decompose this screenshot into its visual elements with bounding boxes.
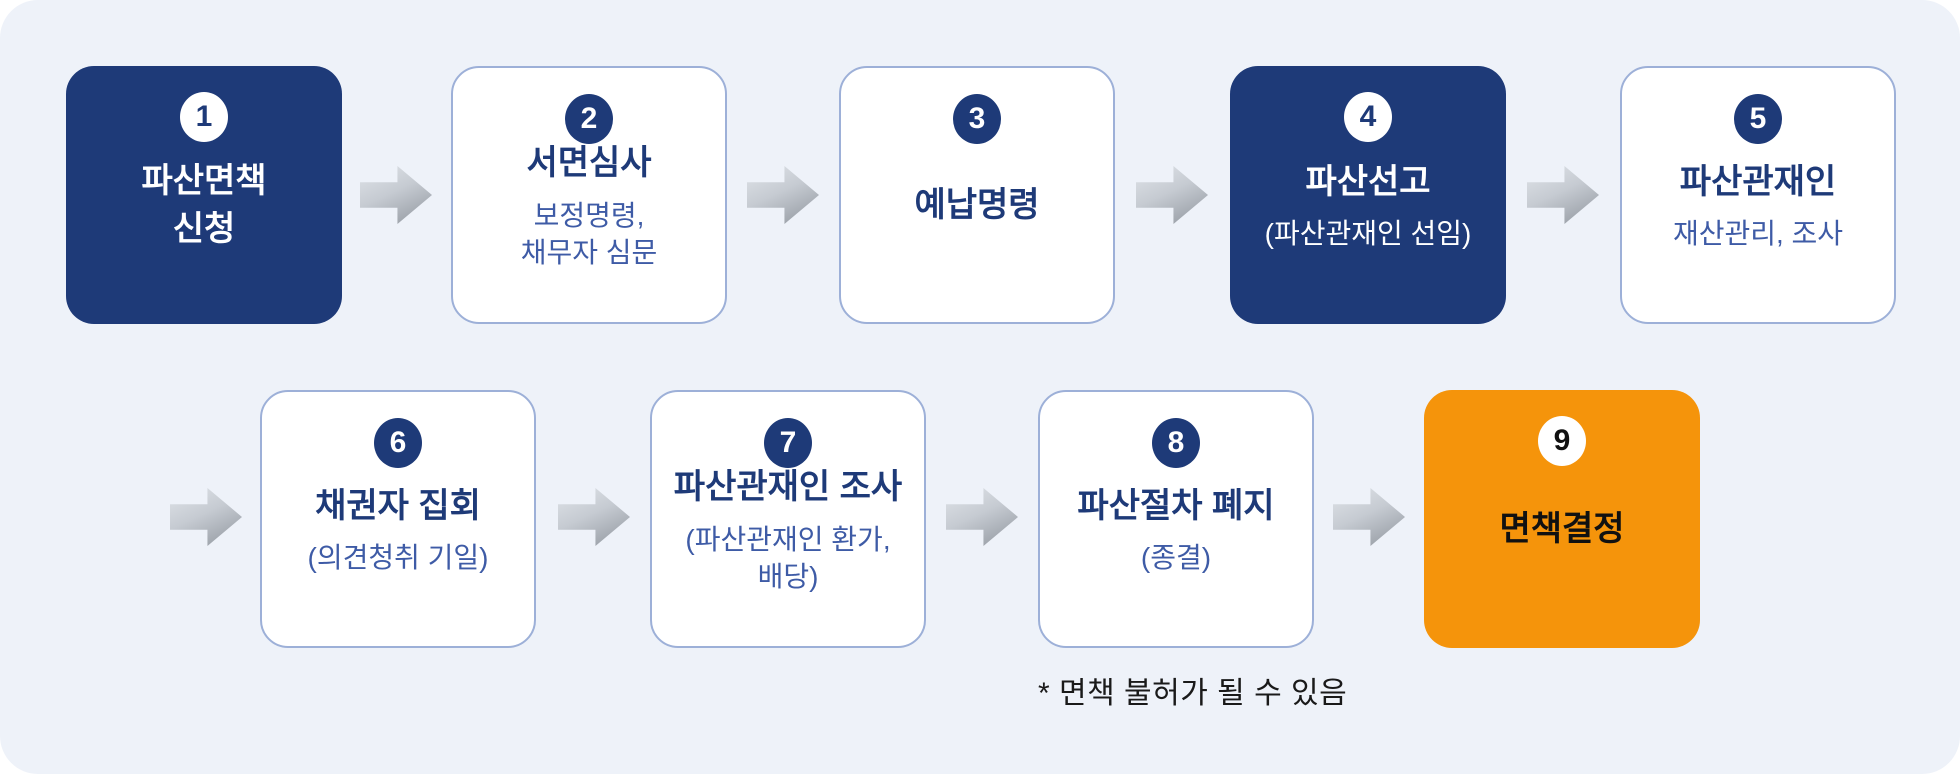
- arrow-right-icon: [1333, 488, 1405, 546]
- step-box-9: 9 면책결정: [1424, 390, 1700, 648]
- step-number-badge: 3: [953, 94, 1001, 144]
- arrow-right-icon: [360, 166, 432, 224]
- step-title: 파산면책 신청: [141, 162, 267, 248]
- step-title: 예납명령: [914, 186, 1040, 225]
- step-subtitle: 보정명령, 채무자 심문: [520, 199, 658, 268]
- step-subtitle: (종결): [1140, 542, 1212, 574]
- arrow-right-icon: [1136, 166, 1208, 224]
- footnote: * 면책 불허가 될 수 있음: [1038, 677, 1348, 710]
- step-title: 파산절차 폐지: [1077, 486, 1275, 525]
- step-box-6: 6 채권자 집회 (의견청취 기일): [260, 390, 536, 648]
- step-box-1: 1 파산면책 신청: [66, 66, 342, 324]
- step-box-7: 7 파산관재인 조사 (파산관재인 환가, 배당): [650, 390, 926, 648]
- arrow-right-icon: [747, 166, 819, 224]
- step-box-2: 2 서면심사 보정명령, 채무자 심문: [451, 66, 727, 324]
- arrow-right-icon: [946, 488, 1018, 546]
- step-number-badge: 8: [1152, 418, 1200, 468]
- step-title: 채권자 집회: [315, 486, 481, 525]
- step-title: 파산선고: [1305, 162, 1431, 201]
- step-number-badge: 9: [1538, 416, 1586, 466]
- step-number-badge: 4: [1344, 92, 1392, 142]
- step-number-badge: 5: [1734, 94, 1782, 144]
- step-title: 파산관재인: [1679, 162, 1837, 201]
- step-number-badge: 2: [565, 94, 613, 144]
- step-box-4: 4 파산선고 (파산관재인 선임): [1230, 66, 1506, 324]
- step-subtitle: (의견청취 기일): [307, 542, 489, 574]
- step-box-8: 8 파산절차 폐지 (종결): [1038, 390, 1314, 648]
- step-box-5: 5 파산관재인 재산관리, 조사: [1620, 66, 1896, 324]
- step-title: 서면심사: [526, 144, 652, 183]
- step-subtitle: (파산관재인 환가, 배당): [685, 523, 891, 592]
- step-subtitle: 재산관리, 조사: [1672, 218, 1844, 250]
- step-subtitle: (파산관재인 선임): [1264, 218, 1472, 250]
- arrow-right-icon: [170, 488, 242, 546]
- step-number-badge: 7: [764, 418, 812, 468]
- arrow-right-icon: [558, 488, 630, 546]
- step-box-3: 3 예납명령: [839, 66, 1115, 324]
- step-number-badge: 6: [374, 418, 422, 468]
- step-number-badge: 1: [180, 92, 228, 142]
- step-title: 파산관재인 조사: [673, 468, 903, 507]
- step-title: 면책결정: [1499, 510, 1625, 549]
- arrow-right-icon: [1527, 166, 1599, 224]
